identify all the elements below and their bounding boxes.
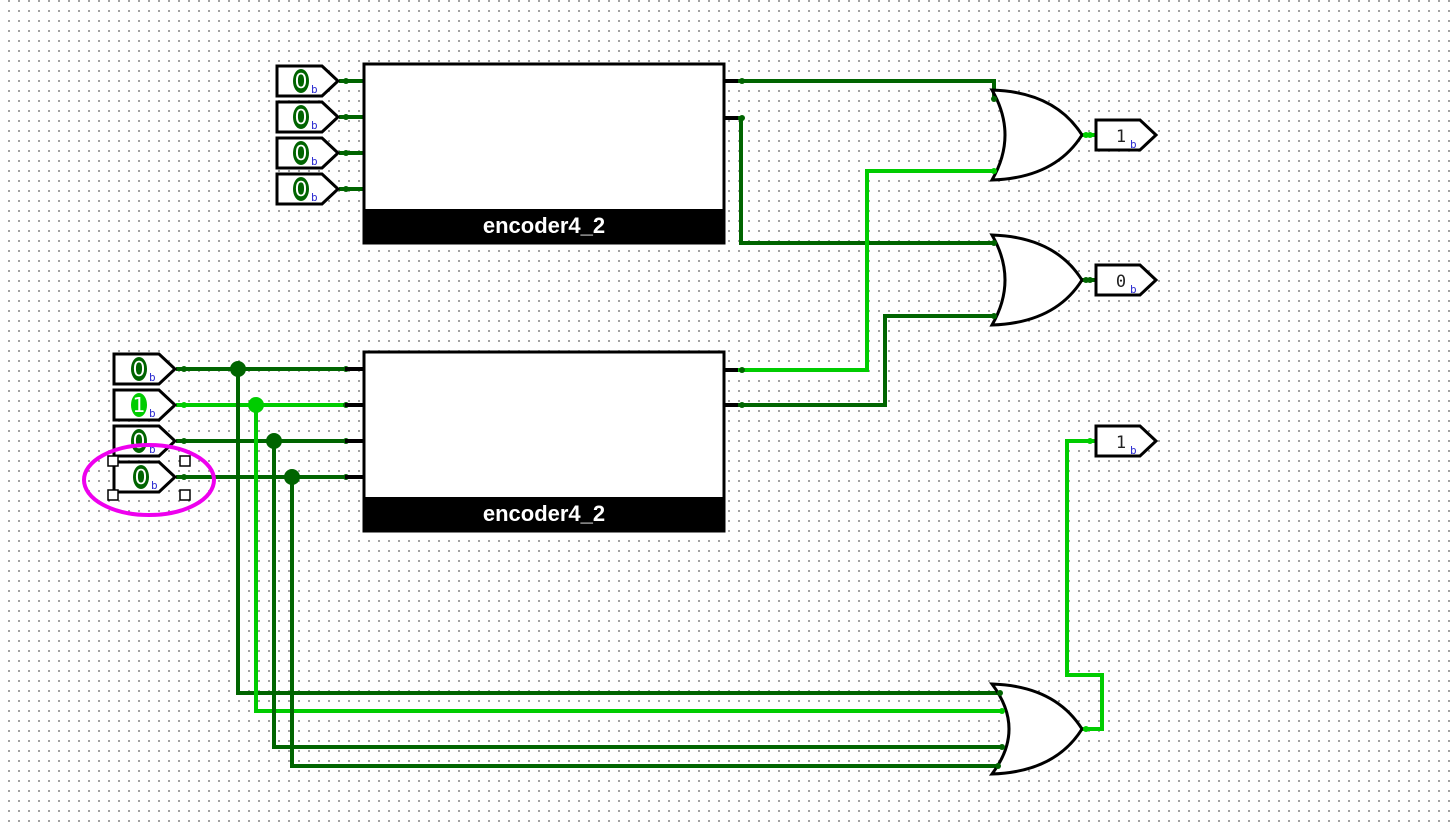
pin-value: 1 — [133, 393, 146, 417]
pin-unit: b — [149, 407, 156, 420]
junction-dot — [248, 397, 264, 413]
or-gate-3[interactable] — [988, 682, 1089, 776]
input-pin-top-1[interactable]: 0 b — [275, 100, 341, 134]
wire-tap-1[interactable] — [254, 405, 1002, 713]
pin-unit: b — [1130, 138, 1137, 151]
selection-ellipse — [82, 443, 216, 517]
pin-unit: b — [311, 191, 318, 204]
pin-value: 0 — [295, 177, 308, 201]
input-pin-bottom-2[interactable]: 0 b — [112, 424, 178, 458]
input-pin-top-0[interactable]: 0 b — [275, 64, 341, 98]
pin-unit: b — [1130, 283, 1137, 296]
pin-value: 0 — [295, 141, 308, 165]
wire-or3-out[interactable] — [1065, 439, 1104, 731]
wire-tap-2[interactable] — [272, 441, 1002, 749]
pin-value: 0 — [1116, 272, 1126, 292]
resize-handle[interactable] — [179, 489, 191, 501]
resize-handle[interactable] — [107, 489, 119, 501]
pin-unit: b — [311, 83, 318, 96]
encoder-pin-dots — [343, 78, 745, 192]
output-pin-1[interactable]: 0 b — [1094, 263, 1159, 297]
resize-handle[interactable] — [179, 455, 191, 467]
junction-dot — [284, 469, 300, 485]
pin-unit: b — [311, 155, 318, 168]
output-pin-dots — [1087, 132, 1093, 444]
resize-handle[interactable] — [107, 455, 119, 467]
input-pin-top-3[interactable]: 0 b — [275, 172, 341, 206]
input-pin-dots — [181, 366, 187, 480]
junction-dot — [230, 361, 246, 377]
pin-value: 0 — [133, 357, 146, 381]
wire-tap-3[interactable] — [290, 477, 998, 768]
encoder-label: encoder4_2 — [483, 501, 605, 526]
encoder-label-bar — [364, 497, 724, 531]
pin-value: 0 — [295, 69, 308, 93]
wire-top-input-stubs — [339, 79, 364, 191]
pin-value: 1 — [1116, 433, 1126, 453]
pin-value: 1 — [1116, 127, 1126, 147]
or-gate-1[interactable] — [989, 88, 1089, 182]
wire-top-enc-out0[interactable] — [724, 79, 996, 99]
pin-value: 0 — [133, 429, 146, 453]
pin-unit: b — [151, 479, 158, 492]
pin-unit: b — [1130, 444, 1137, 457]
or-gate-2[interactable] — [989, 233, 1089, 327]
pin-unit: b — [149, 443, 156, 456]
encoder-bottom[interactable]: encoder4_2 — [343, 350, 745, 533]
output-pin-0[interactable]: 1 b — [1094, 118, 1159, 152]
pin-value: 0 — [135, 465, 148, 489]
encoder-pin-stubs — [345, 367, 738, 479]
junction-dot — [266, 433, 282, 449]
junctions — [230, 361, 300, 485]
wire-bot-enc-out1[interactable] — [724, 314, 994, 407]
encoder-top[interactable]: encoder4_2 — [343, 62, 745, 245]
pin-unit: b — [311, 119, 318, 132]
pin-unit: b — [149, 371, 156, 384]
wire-tap-0[interactable] — [236, 369, 1000, 695]
encoder-pin-stubs — [724, 79, 738, 120]
selection-highlight — [82, 443, 216, 517]
output-pin-2[interactable]: 1 b — [1094, 424, 1159, 458]
encoder-label: encoder4_2 — [483, 213, 605, 238]
wire-top-enc-out1[interactable] — [724, 116, 994, 245]
pin-value: 0 — [295, 105, 308, 129]
input-pin-bottom-3[interactable]: 0 b — [112, 460, 178, 494]
input-pin-bottom-0[interactable]: 0 b — [112, 352, 178, 386]
wire-bot-enc-out0[interactable] — [724, 169, 994, 372]
input-pin-bottom-1[interactable]: 1 b — [112, 388, 178, 422]
input-pin-top-2[interactable]: 0 b — [275, 136, 341, 170]
encoder-label-bar — [364, 209, 724, 243]
